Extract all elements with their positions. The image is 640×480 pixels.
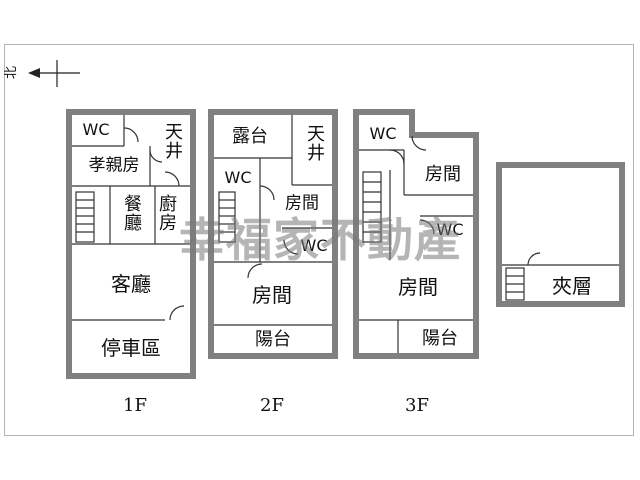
room-parking: 停車區: [101, 336, 161, 360]
floor-1f-walls: [66, 109, 196, 379]
room-wc-right: WC: [300, 236, 328, 255]
drawing-frame: [4, 44, 634, 436]
room-elder: 孝親房: [88, 155, 140, 176]
room-skylight-2f: 天井: [307, 124, 325, 164]
room-living: 客廳: [111, 272, 151, 296]
room-loft: 夾層: [552, 274, 592, 298]
room-wc: WC: [82, 120, 110, 139]
watermark-text: 幸福家不動產: [179, 213, 461, 267]
room-dining: 餐廳: [124, 194, 142, 234]
room-wc-top: WC: [369, 124, 397, 143]
balcony-2f: 陽台: [255, 329, 291, 350]
room-small: 房間: [285, 193, 319, 214]
north-arrow-icon: [28, 60, 80, 87]
compass-north-label: 北: [4, 65, 20, 80]
room-wc-left: WC: [224, 168, 252, 187]
room-upper-3f: 房間: [425, 164, 461, 185]
floor-3f-walls: [353, 109, 479, 359]
floor-2f-walls: [208, 109, 338, 359]
room-wc-mid: WC: [436, 220, 464, 239]
room-skylight: 天井: [165, 122, 183, 162]
balcony-3f: 陽台: [422, 328, 458, 349]
floor-label-1f: 1F: [123, 395, 147, 416]
floor-label-3f: 3F: [405, 395, 429, 416]
mezzanine-walls: [496, 162, 625, 307]
room-kitchen: 廚房: [159, 194, 177, 234]
room-main-2f: 房間: [252, 283, 292, 307]
floor-label-2f: 2F: [260, 395, 284, 416]
room-terrace: 露台: [232, 126, 268, 147]
room-main-3f: 房間: [398, 275, 438, 299]
